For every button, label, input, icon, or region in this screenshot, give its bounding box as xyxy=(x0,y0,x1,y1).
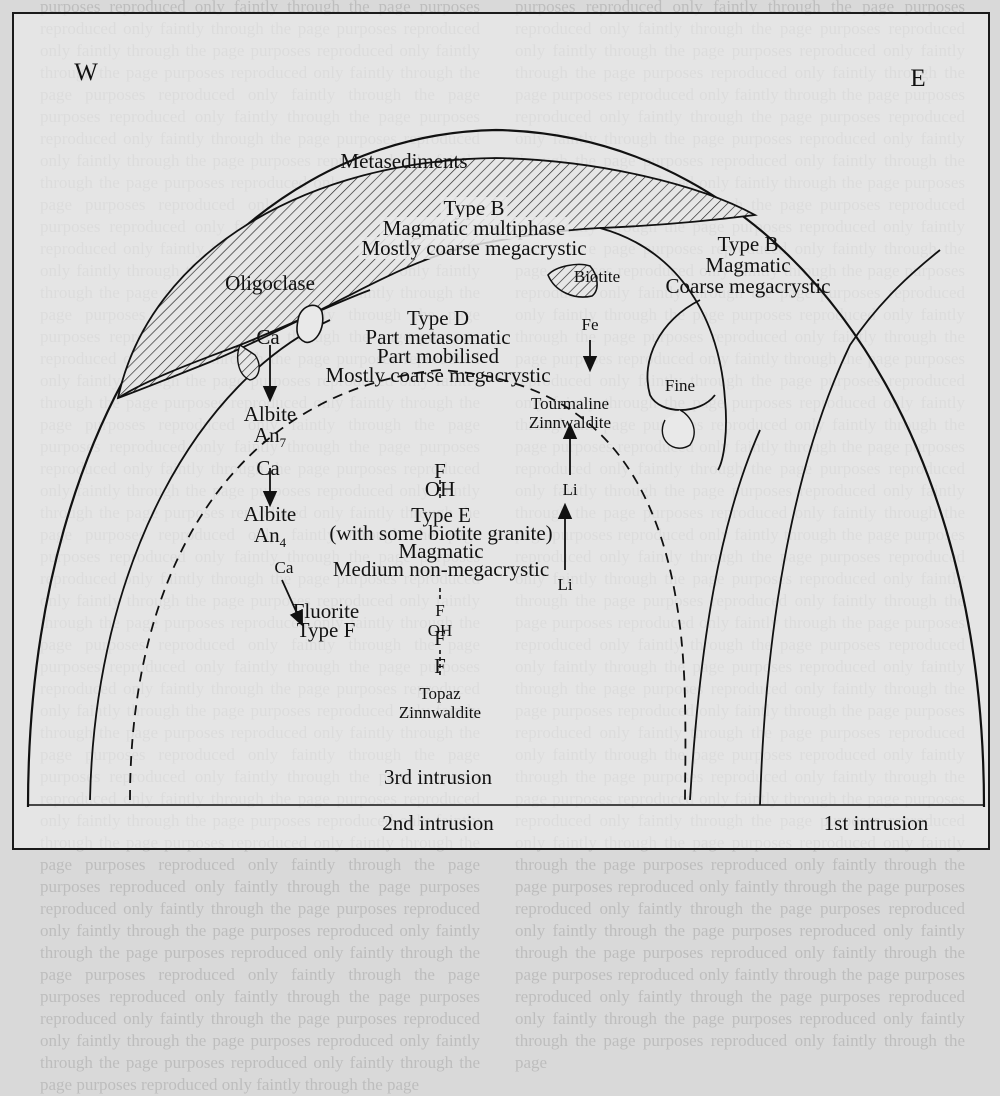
f-label-1: F xyxy=(434,459,446,483)
east-arc-lower xyxy=(689,429,761,801)
outer-contact xyxy=(26,128,986,808)
metasediments-label: Metasediments xyxy=(340,149,468,173)
f-label-4: F xyxy=(434,654,446,678)
type-e-title: Type E xyxy=(411,503,471,527)
hatched-lobe-east xyxy=(547,263,598,298)
fine-label: Fine xyxy=(664,376,696,395)
arrow-ca-3 xyxy=(281,579,303,627)
topaz-label: Topaz xyxy=(419,684,461,703)
fluorite-label: Fluorite xyxy=(292,599,360,623)
ca-label-2: Ca xyxy=(256,456,280,480)
hatched-tongue xyxy=(237,343,260,381)
type-e-line3: Magmatic xyxy=(398,539,484,563)
topaz-zinnwaldite-label: Zinnwaldite xyxy=(398,703,482,722)
type-e-line4: Medium non-megacrystic xyxy=(332,557,550,581)
li-label-2: Li xyxy=(557,575,573,594)
oligoclase-label: Oligoclase xyxy=(225,271,315,295)
type-b-west-hatch xyxy=(116,157,758,400)
type-b-west-line3: Mostly coarse megacrystic xyxy=(358,237,590,259)
compass-west: W xyxy=(74,59,98,86)
zinnwaldite-label: Zinnwaldite xyxy=(528,413,612,432)
type-d-line3: Part mobilised xyxy=(377,344,499,368)
an4-label: An4 xyxy=(253,523,287,551)
ca-label-1: Ca xyxy=(256,325,280,349)
biotite-label: Biotite xyxy=(573,267,621,286)
third-intrusion-label: 3rd intrusion xyxy=(384,765,492,789)
albite-an7-label: Albite xyxy=(243,402,297,426)
f-label-3: F xyxy=(434,626,446,650)
compass-east: E xyxy=(910,65,926,92)
type-f-label: Type F xyxy=(296,618,356,642)
granite-cross-section xyxy=(26,128,986,808)
li-label-1: Li xyxy=(562,480,578,499)
oh-label-2: OH xyxy=(427,621,453,640)
tourmaline-label: Tourmaline xyxy=(530,394,610,413)
type-b-east-title: Type B xyxy=(717,232,779,256)
type-b-east-line2: Magmatic xyxy=(705,253,791,277)
fine-lobe-outline xyxy=(646,299,716,411)
second-intrusion-label: 2nd intrusion xyxy=(382,811,494,835)
type-b-west-title: Type B xyxy=(440,197,508,219)
first-intrusion-contact xyxy=(759,249,941,806)
type-d-contact xyxy=(89,227,727,801)
third-intrusion-contact xyxy=(129,369,687,801)
type-d-line4: Mostly coarse megacrystic xyxy=(325,363,551,387)
fine-tongue xyxy=(661,409,695,449)
type-b-west-line2: Magmatic multiphase xyxy=(379,217,569,239)
type-b-east-line3: Coarse megacrystic xyxy=(665,274,831,298)
an7-label: An7 xyxy=(253,423,287,451)
type-d-title: Type D xyxy=(406,306,470,330)
enclave-ellipse xyxy=(296,304,324,344)
oh-label-1: OH xyxy=(424,477,456,501)
diagram-frame xyxy=(12,12,990,850)
f-label-2: F xyxy=(435,601,445,620)
ca-label-3: Ca xyxy=(274,558,294,577)
type-d-line2: Part metasomatic xyxy=(365,325,511,349)
type-e-line2: (with some biotite granite) xyxy=(329,521,553,545)
fe-label: Fe xyxy=(581,315,599,334)
first-intrusion-label: 1st intrusion xyxy=(823,811,929,835)
albite-an4-label: Albite xyxy=(243,502,297,526)
